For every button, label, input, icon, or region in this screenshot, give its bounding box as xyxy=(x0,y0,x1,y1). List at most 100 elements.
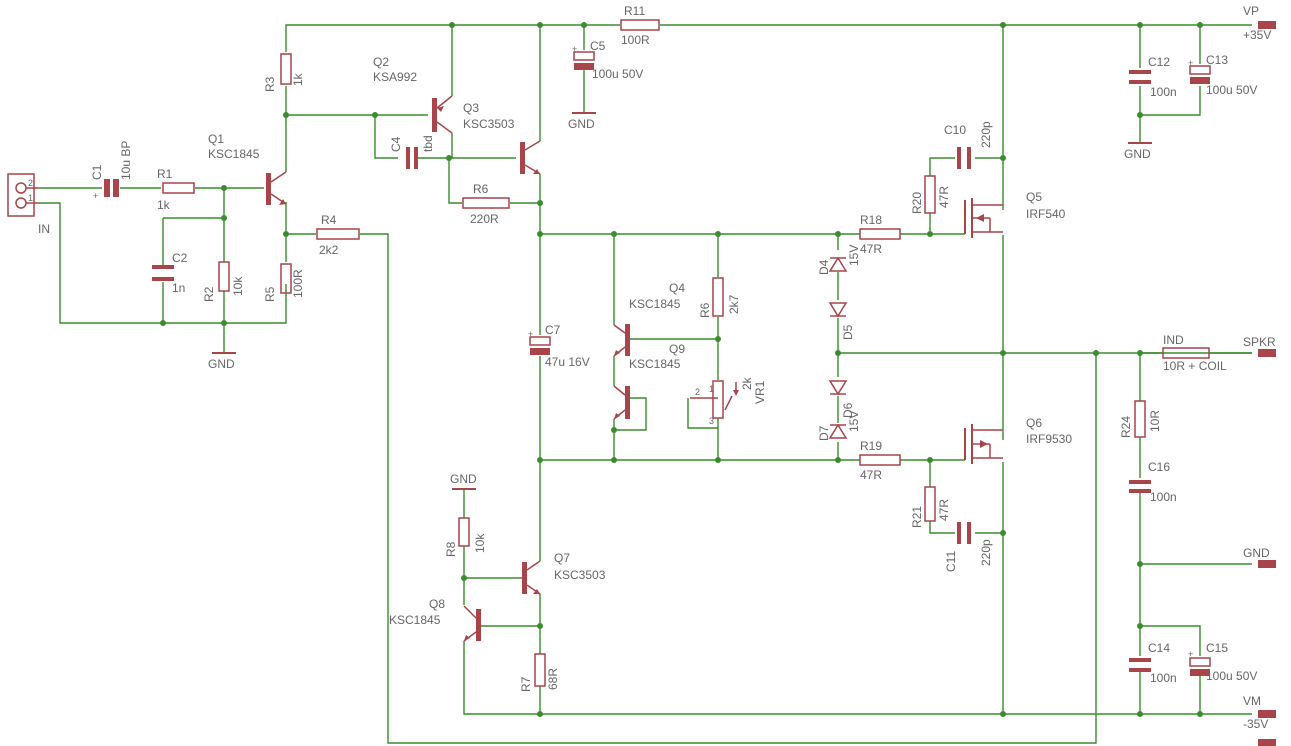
r19-value: 47R xyxy=(860,468,882,482)
ind-value: 10R + COIL xyxy=(1163,359,1227,373)
d5-ref: D5 xyxy=(841,324,855,340)
supply-pads: VP +35V SPKR GND VM -35V xyxy=(1243,4,1276,746)
gnd-q8-label: GND xyxy=(450,472,477,486)
d4-ref: D4 xyxy=(817,259,831,275)
r18-ref: R18 xyxy=(860,213,882,227)
q7-value: KSC3503 xyxy=(554,568,606,582)
c5-ref: C5 xyxy=(590,39,606,53)
spkr-label: SPKR xyxy=(1243,335,1276,349)
c11-ref: C11 xyxy=(944,551,958,572)
in-pin2-label: 2 xyxy=(28,178,33,188)
in-label: IN xyxy=(38,222,50,236)
transistors: Q1 KSC1845 Q2 KSA992 Q3 KSC3503 Q4 KSC18… xyxy=(208,55,685,642)
r6b-value: 2k7 xyxy=(727,294,741,314)
q2-ref: Q2 xyxy=(373,55,389,69)
q7-ref: Q7 xyxy=(554,551,570,565)
r1-ref: R1 xyxy=(157,167,173,181)
q4-ref: Q4 xyxy=(669,281,685,295)
c2-value: 1n xyxy=(172,281,185,295)
c13-ref: C13 xyxy=(1206,53,1228,67)
r2-value: 10k xyxy=(231,276,245,296)
trimmer-vr1: 1 2 3 2k VR1 xyxy=(690,376,767,426)
c16-ref: C16 xyxy=(1148,460,1170,474)
r6a-value: 220R xyxy=(470,212,499,226)
r7-value: 68R xyxy=(546,668,560,690)
r1-value: 1k xyxy=(157,198,171,212)
r7-ref: R7 xyxy=(519,676,533,692)
q9-ref: Q9 xyxy=(669,342,685,356)
c1-value: 10u BP xyxy=(119,141,133,180)
gnd-c12-label: GND xyxy=(1124,147,1151,161)
svg-text:+: + xyxy=(528,329,533,339)
c5-value: 100u 50V xyxy=(592,67,643,81)
q8-ref: Q8 xyxy=(429,597,445,611)
vr1-pin2: 2 xyxy=(695,387,700,397)
c10-ref: C10 xyxy=(944,123,966,137)
c12-ref: C12 xyxy=(1148,55,1170,69)
q9-value: KSC1845 xyxy=(629,357,681,371)
q1-value: KSC1845 xyxy=(208,147,260,161)
c15-ref: C15 xyxy=(1206,641,1228,655)
r4-value: 2k2 xyxy=(319,243,339,257)
vm-value: -35V xyxy=(1243,717,1268,731)
r6a-ref: R6 xyxy=(473,182,489,196)
d4-value: 15V xyxy=(847,245,861,266)
q3-ref: Q3 xyxy=(463,101,479,115)
junctions xyxy=(160,22,1203,717)
r24-value: 10R xyxy=(1148,410,1162,432)
r8-ref: R8 xyxy=(444,541,458,557)
r24-ref: R24 xyxy=(1119,416,1133,438)
c16-value: 100n xyxy=(1150,490,1177,504)
r6b-ref: R6 xyxy=(698,302,712,318)
mosfets: Q5 IRF540 Q6 IRF9530 xyxy=(964,190,1072,464)
ind-ref: IND xyxy=(1163,333,1184,347)
c13-value: 100u 50V xyxy=(1206,83,1257,97)
vp-name: VP xyxy=(1243,4,1259,18)
r11-ref: R11 xyxy=(624,4,645,18)
r20-value: 47R xyxy=(937,186,951,208)
r20-ref: R20 xyxy=(910,192,924,214)
r3-ref: R3 xyxy=(263,76,277,92)
c12-value: 100n xyxy=(1150,85,1177,99)
r11-value: 100R xyxy=(621,33,650,47)
vr1-pin1: 1 xyxy=(709,384,714,394)
capacitors: + C1 10u BP C2 1n C4 tbd + C5 100u 50V +… xyxy=(90,39,1257,685)
c1-ref: C1 xyxy=(90,164,104,180)
r2-ref: R2 xyxy=(202,286,216,302)
c4-value: tbd xyxy=(421,135,435,152)
c4-ref: C4 xyxy=(389,136,403,152)
d7-ref: D7 xyxy=(817,425,831,441)
q5-value: IRF540 xyxy=(1026,207,1066,221)
c7-value: 47u 16V xyxy=(545,355,590,369)
diodes: D4 15V D5 D6 D7 15V xyxy=(817,245,861,441)
c15-value: 100u 50V xyxy=(1206,669,1257,683)
svg-text:+: + xyxy=(572,44,577,54)
d7-value: 15V xyxy=(847,411,861,432)
vm-name: VM xyxy=(1243,694,1261,708)
svg-text:+: + xyxy=(1188,58,1193,68)
r18-value: 47R xyxy=(860,242,882,256)
q6-value: IRF9530 xyxy=(1026,432,1072,446)
q5-ref: Q5 xyxy=(1026,190,1042,204)
c7-ref: C7 xyxy=(545,323,561,337)
gnd-input-label: GND xyxy=(208,357,235,371)
r5-value: 100R xyxy=(291,269,305,298)
q2-value: KSA992 xyxy=(373,70,417,84)
gnd-pad-label: GND xyxy=(1243,546,1270,560)
c14-ref: C14 xyxy=(1148,641,1170,655)
r3-value: 1k xyxy=(291,72,305,86)
c14-value: 100n xyxy=(1150,671,1177,685)
q3-value: KSC3503 xyxy=(463,117,515,131)
r21-ref: R21 xyxy=(910,506,924,528)
c10-value: 220p xyxy=(979,121,993,148)
c11-value: 220p xyxy=(979,539,993,566)
svg-text:+: + xyxy=(93,191,98,201)
r5-ref: R5 xyxy=(263,286,277,302)
r21-value: 47R xyxy=(937,499,951,521)
vr1-ref: VR1 xyxy=(753,380,767,404)
c2-ref: C2 xyxy=(172,251,188,265)
vp-value: +35V xyxy=(1243,28,1271,42)
ground-symbols: GND GND GND GND xyxy=(208,112,1152,490)
q4-value: KSC1845 xyxy=(629,297,681,311)
